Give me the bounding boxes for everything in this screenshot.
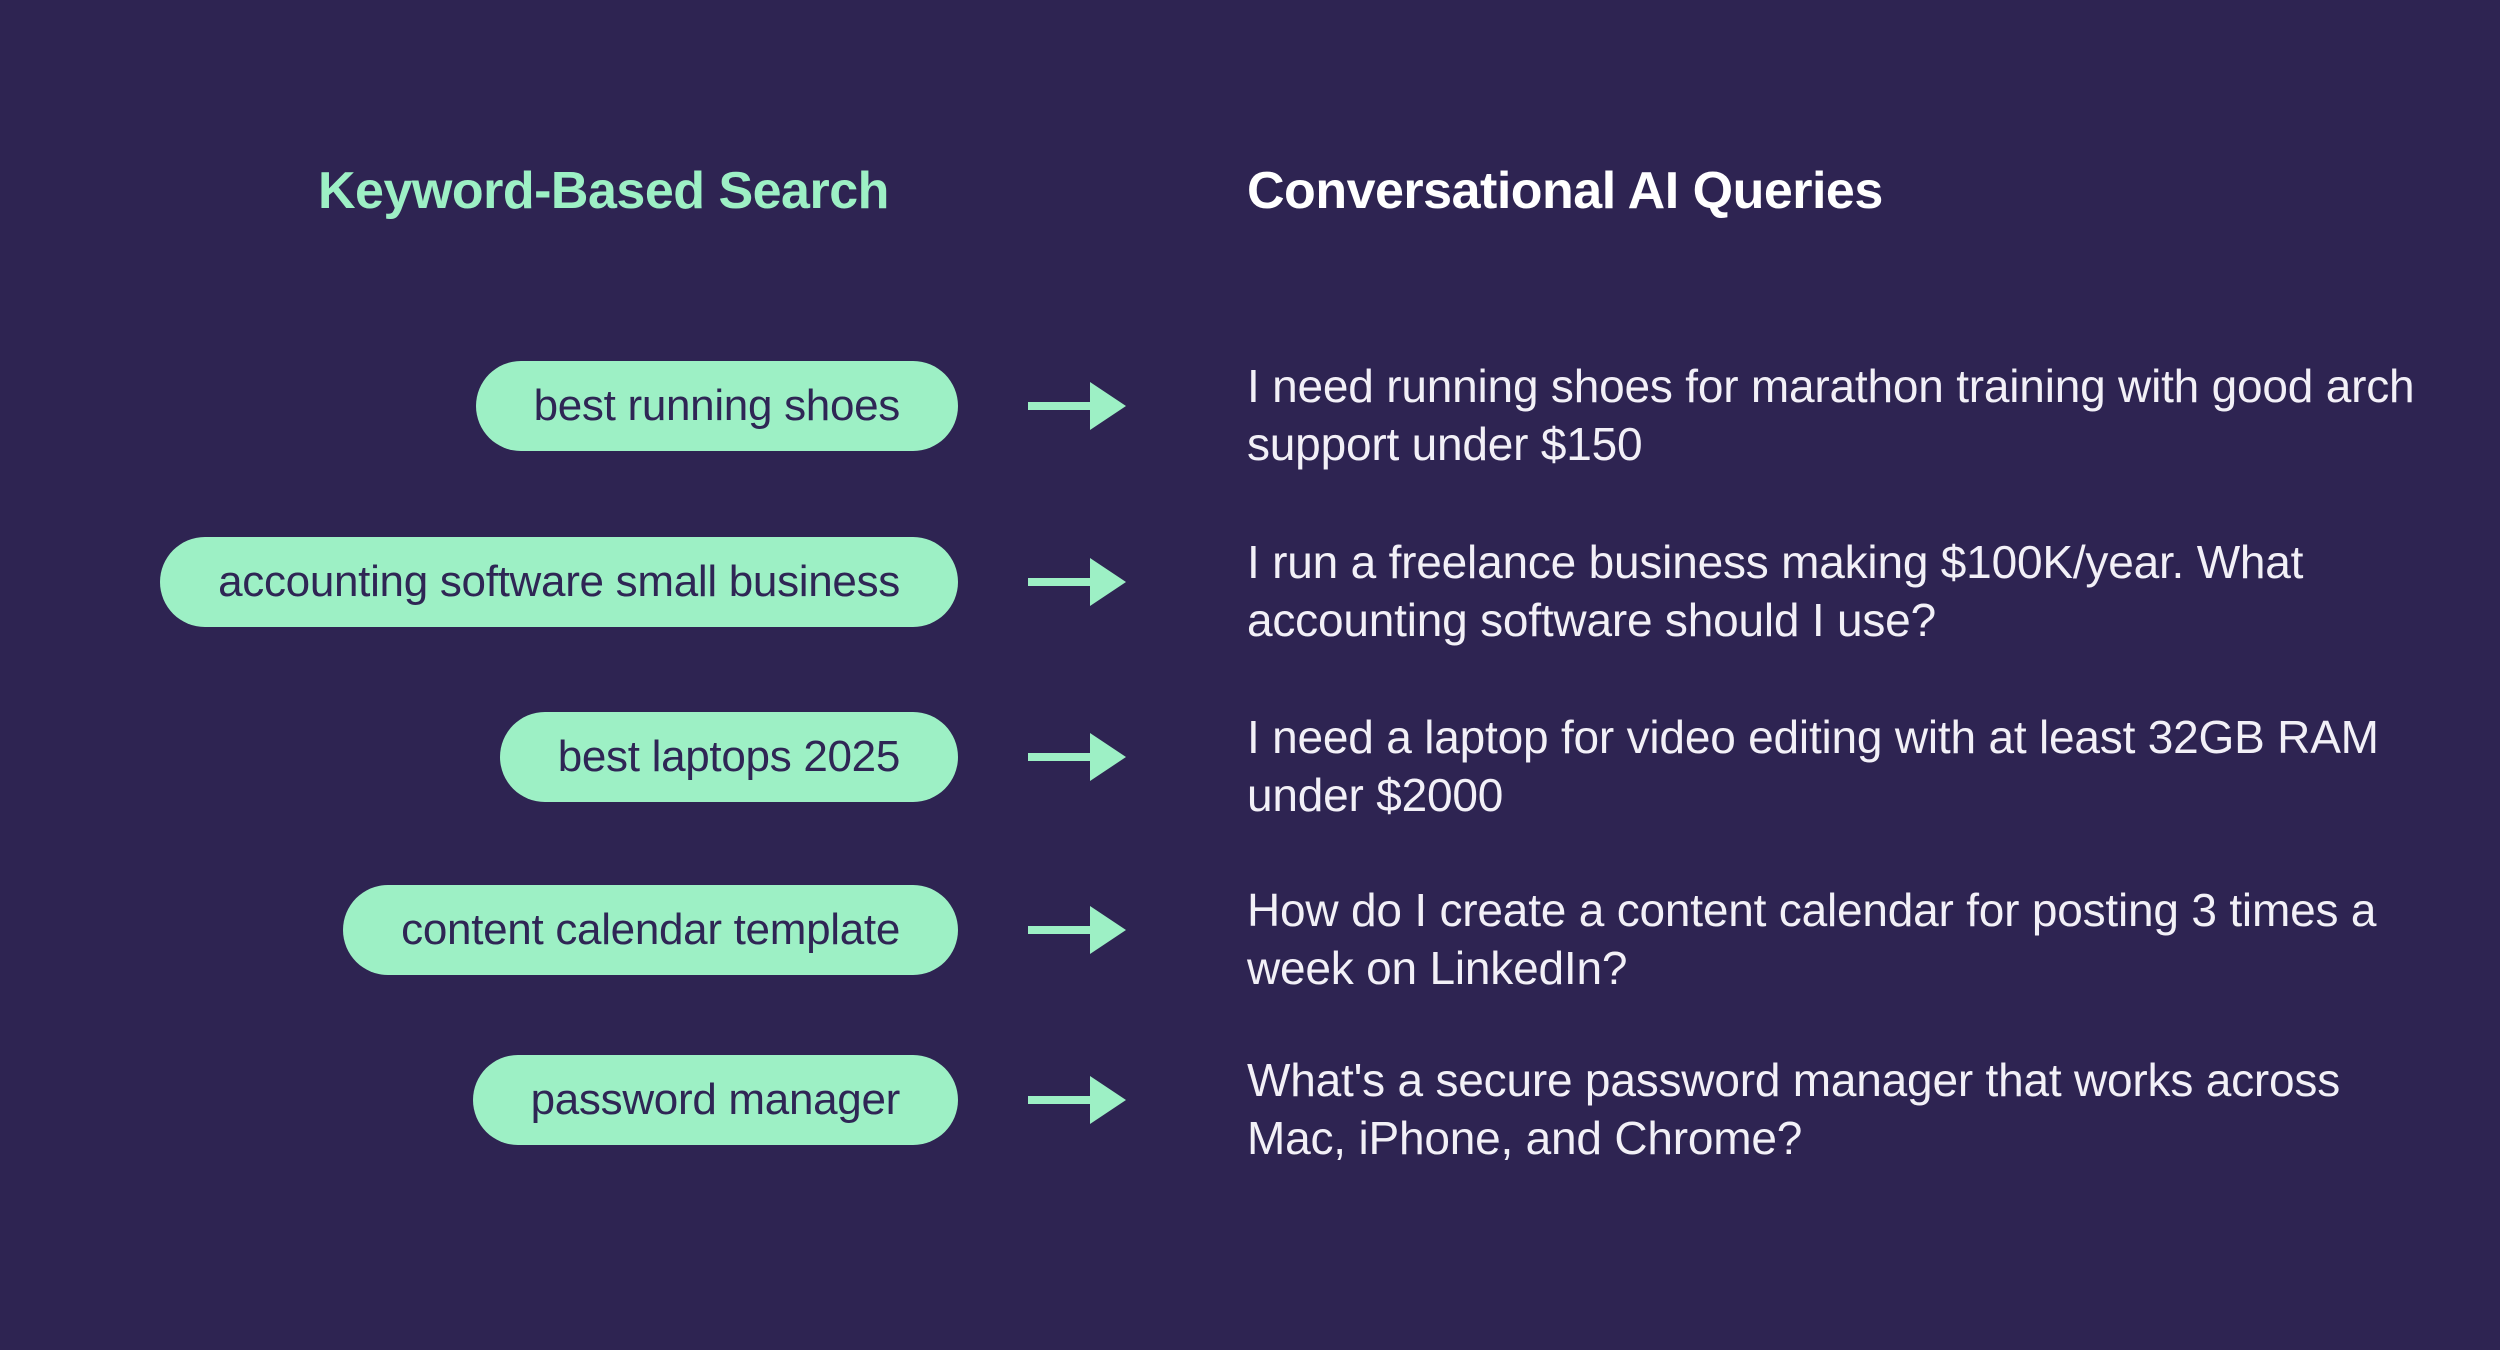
comparison-row: best laptops 2025 I need a laptop for vi… <box>0 711 2500 821</box>
keyword-label: best running shoes <box>533 381 901 430</box>
comparison-row: password manager What's a secure passwor… <box>0 1054 2500 1164</box>
query-line: I run a freelance business making $100K/… <box>1247 536 2304 588</box>
query-line: I need a laptop for video editing with a… <box>1247 711 2379 763</box>
keyword-label: password manager <box>530 1075 901 1124</box>
query-text: I run a freelance business making $100K/… <box>1247 533 2427 649</box>
keyword-pill: password manager <box>472 1055 958 1145</box>
query-line: accounting software should I use? <box>1247 594 1936 646</box>
comparison-row: content calendar template How do I creat… <box>0 884 2500 994</box>
query-line: What's a secure password manager that wo… <box>1247 1054 2341 1106</box>
keyword-pill: accounting software small business <box>160 537 958 627</box>
keyword-pill: content calendar template <box>343 885 958 975</box>
query-text: I need a laptop for video editing with a… <box>1247 708 2427 824</box>
query-line: How do I create a content calendar for p… <box>1247 884 2377 936</box>
arrow-right-icon <box>1028 382 1126 430</box>
comparison-row: best running shoes I need running shoes … <box>0 360 2500 470</box>
query-line: support under $150 <box>1247 418 1643 470</box>
arrow-right-icon <box>1028 1076 1126 1124</box>
right-column-title: Conversational AI Queries <box>1247 162 1883 220</box>
arrow-right-icon <box>1028 558 1126 606</box>
arrow-right-icon <box>1028 733 1126 781</box>
keyword-label: content calendar template <box>401 905 900 954</box>
query-text: What's a secure password manager that wo… <box>1247 1051 2427 1167</box>
keyword-label: best laptops 2025 <box>557 732 901 781</box>
arrow-right-icon <box>1028 906 1126 954</box>
query-line: week on LinkedIn? <box>1247 942 1628 994</box>
query-text: How do I create a content calendar for p… <box>1247 881 2427 997</box>
left-column-title: Keyword-Based Search <box>318 162 889 220</box>
query-line: under $2000 <box>1247 769 1504 821</box>
query-text: I need running shoes for marathon traini… <box>1247 357 2427 473</box>
query-line: Mac, iPhone, and Chrome? <box>1247 1112 1803 1164</box>
keyword-label: accounting software small business <box>218 557 900 606</box>
comparison-row: accounting software small business I run… <box>0 536 2500 646</box>
keyword-pill: best running shoes <box>475 361 958 451</box>
keyword-pill: best laptops 2025 <box>499 712 958 802</box>
query-line: I need running shoes for marathon traini… <box>1247 360 2415 412</box>
